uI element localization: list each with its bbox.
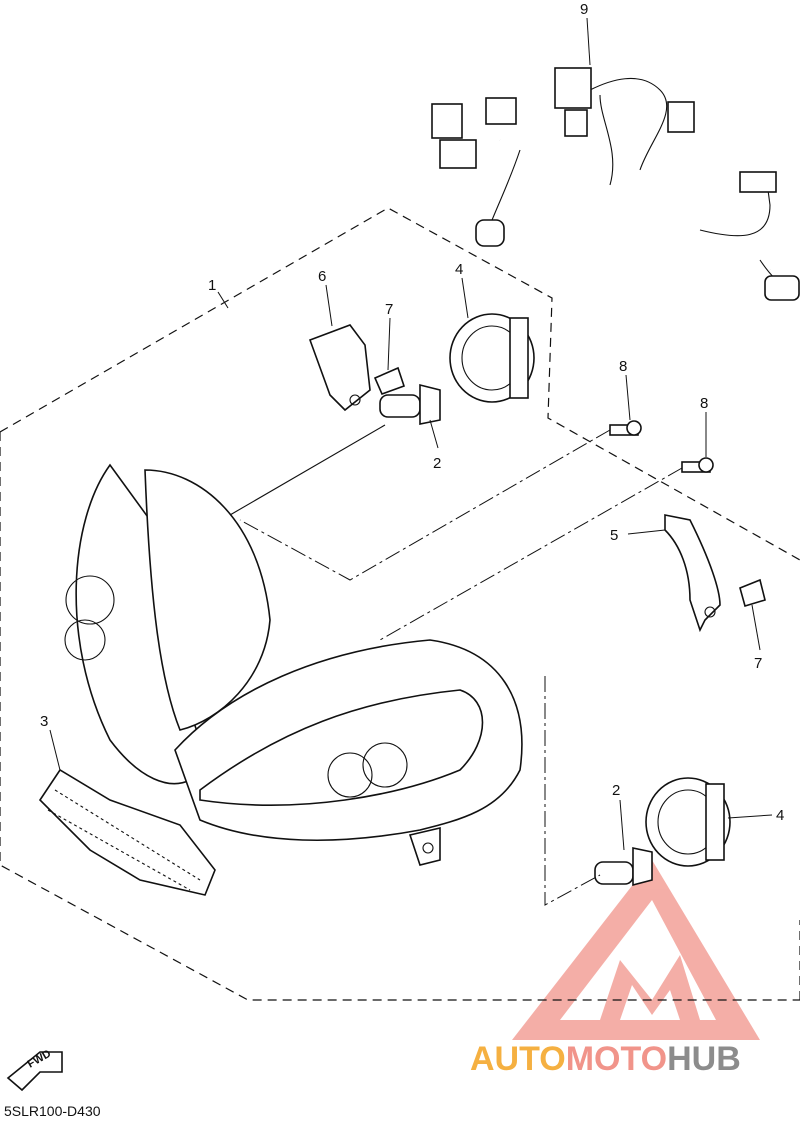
callout-5: 5 bbox=[610, 527, 618, 544]
callout-8-lower: 8 bbox=[700, 395, 708, 412]
screw-alignment-line-lower bbox=[379, 467, 683, 641]
harness-connector-i bbox=[564, 109, 588, 137]
callout-2-upper: 2 bbox=[433, 455, 441, 472]
watermark-text-hub: HUB bbox=[667, 1040, 741, 1078]
harness-connector-e bbox=[667, 101, 695, 133]
watermark-m-stroke bbox=[600, 955, 700, 1020]
leader-8a bbox=[625, 374, 631, 421]
grille-panel bbox=[38, 768, 216, 896]
bulb-socket-ring-upper bbox=[449, 313, 535, 403]
cover-bracket bbox=[308, 324, 371, 412]
leader-2a bbox=[429, 419, 439, 449]
leader-4b bbox=[727, 814, 773, 819]
watermark-text-moto: MOTO bbox=[566, 1040, 667, 1078]
assembly-boundary-lower bbox=[0, 432, 800, 1001]
assembly-boundary bbox=[0, 207, 800, 561]
leader-9 bbox=[586, 17, 591, 66]
leader-7b bbox=[751, 604, 761, 651]
callout-2-lower: 2 bbox=[612, 782, 620, 799]
harness-connector-f bbox=[739, 171, 777, 193]
harness-connector-a bbox=[431, 103, 463, 139]
watermark-logo bbox=[512, 860, 760, 1040]
harness-connector-h bbox=[475, 219, 505, 247]
leader-4a bbox=[461, 277, 469, 319]
leader-7a bbox=[387, 317, 391, 371]
harness-connector-b bbox=[485, 97, 517, 125]
callout-3: 3 bbox=[40, 713, 48, 730]
screw-upper bbox=[609, 420, 642, 436]
bulb-clip-upper bbox=[373, 366, 406, 396]
bulb-clip-lower bbox=[739, 578, 766, 608]
callout-8-upper: 8 bbox=[619, 358, 627, 375]
callout-7-upper: 7 bbox=[385, 301, 393, 318]
leader-1 bbox=[217, 291, 229, 309]
headlight-housing bbox=[64, 463, 523, 866]
harness-connector-c bbox=[439, 139, 477, 169]
screw-alignment-line-upper bbox=[239, 429, 611, 581]
leader-6 bbox=[325, 284, 333, 327]
diagram-code: 5SLR100-D430 bbox=[4, 1103, 101, 1119]
callout-6: 6 bbox=[318, 268, 326, 285]
callout-4-upper: 4 bbox=[455, 261, 463, 278]
callout-4-lower: 4 bbox=[776, 807, 784, 824]
wire-harness bbox=[431, 67, 800, 301]
watermark-text: AUTOMOTOHUB bbox=[470, 1040, 741, 1078]
callout-1: 1 bbox=[208, 277, 216, 294]
bulb-socket-ring-lower bbox=[645, 777, 731, 867]
forward-arrow-icon: FWD bbox=[6, 1048, 63, 1092]
callout-9: 9 bbox=[580, 1, 588, 18]
harness-connector-g bbox=[764, 275, 800, 301]
watermark-text-auto: AUTO bbox=[470, 1040, 566, 1078]
mounting-bracket bbox=[664, 514, 721, 633]
bulb-upper bbox=[229, 383, 441, 516]
leader-5 bbox=[627, 529, 666, 535]
harness-connector-d bbox=[554, 67, 592, 109]
screw-lower bbox=[681, 457, 714, 473]
leader-2b bbox=[619, 799, 625, 851]
lower-bulb-alignment-line bbox=[544, 676, 601, 906]
bulb-lower bbox=[594, 847, 653, 887]
leader-3 bbox=[49, 729, 61, 771]
callout-7-lower: 7 bbox=[754, 655, 762, 672]
